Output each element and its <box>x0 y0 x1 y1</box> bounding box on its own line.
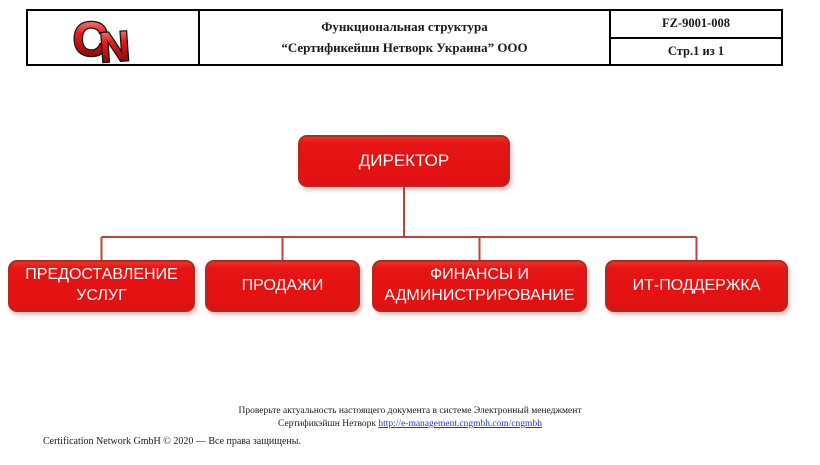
cn-logo-icon: C N <box>71 12 132 64</box>
footer-notice-line1: Проверьте актуальность настоящего докуме… <box>238 406 582 416</box>
org-node-services: ПРЕДОСТАВЛЕНИЕ УСЛУГ <box>8 260 195 312</box>
footer-notice-line2: Сертификэйшн Нетворк http://e-management… <box>0 418 820 431</box>
org-node-finance-admin-label: ФИНАНСЫ И АДМИНИСТРИРОВАНИЕ <box>384 266 575 304</box>
document-header-table: C N Функциональная структура “Сертификей… <box>26 9 783 66</box>
logo-letter-n: N <box>98 22 131 64</box>
footer-notice-prefix: Сертификэйшн Нетворк <box>278 419 379 429</box>
document-meta: FZ-9001-008 Стр.1 из 1 <box>611 11 781 64</box>
logo-cell: C N <box>28 11 200 64</box>
document-title-line1: Функциональная структура <box>321 19 488 35</box>
org-node-services-label: ПРЕДОСТАВЛЕНИЕ УСЛУГ <box>25 266 178 304</box>
org-node-finance-admin: ФИНАНСЫ И АДМИНИСТРИРОВАНИЕ <box>372 260 587 312</box>
page-number: Стр.1 из 1 <box>667 43 725 58</box>
footer-notice: Проверьте актуальность настоящего докуме… <box>0 405 820 431</box>
document-code: FZ-9001-008 <box>611 11 781 39</box>
document-title: Функциональная структура “Сертификейшн Н… <box>200 11 611 64</box>
document-title-line2: “Сертификейшн Нетворк Украина” ООО <box>281 39 528 55</box>
org-node-sales-label: ПРОДАЖИ <box>241 276 324 294</box>
logo-letter-c: C <box>73 12 108 63</box>
org-node-director: ДИРЕКТОР <box>298 135 510 187</box>
org-node-sales: ПРОДАЖИ <box>205 260 360 312</box>
copyright-text: Certification Network GmbH © 2020 — Все … <box>43 436 301 447</box>
org-node-it-support: ИТ-ПОДДЕРЖКА <box>605 260 788 312</box>
org-node-director-label: ДИРЕКТОР <box>358 150 450 170</box>
org-node-it-support-label: ИТ-ПОДДЕРЖКА <box>632 276 761 294</box>
e-management-link[interactable]: http://e-management.cngmbh.com/cngmbh <box>378 419 542 429</box>
